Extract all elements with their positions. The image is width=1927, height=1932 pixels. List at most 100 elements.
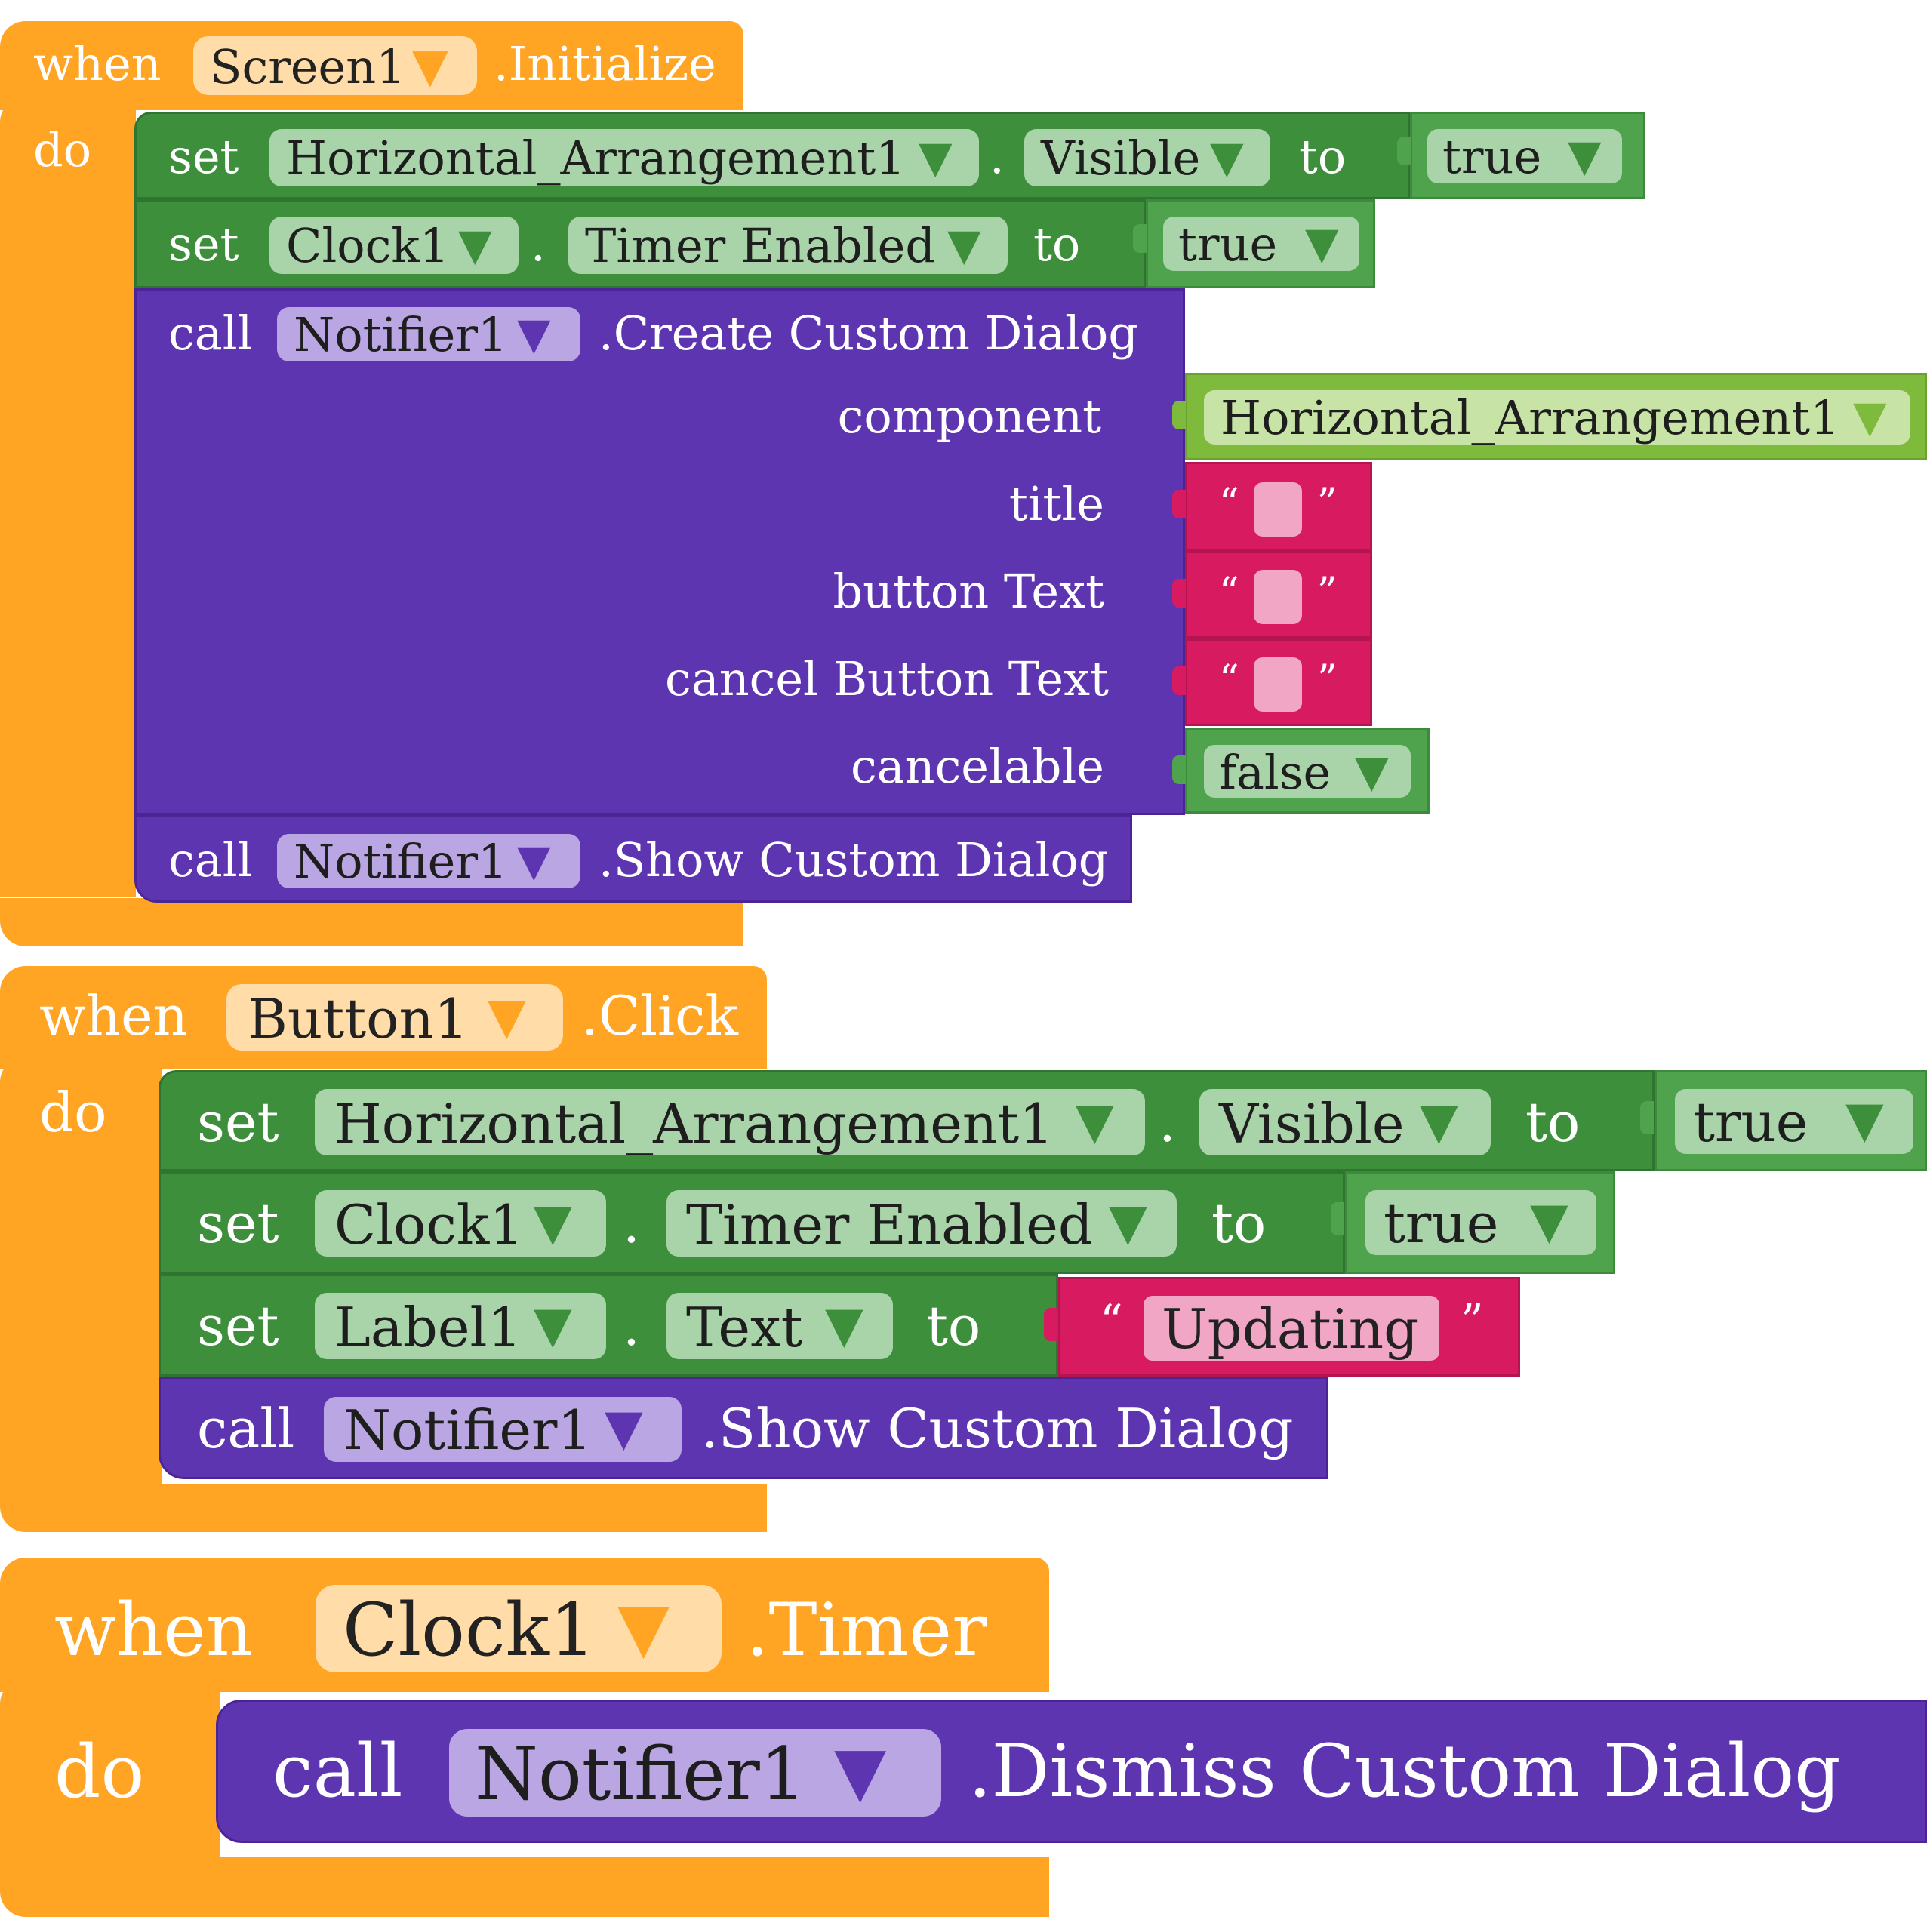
connector-tab [1397,137,1411,165]
text-block-title[interactable]: “ ” [1172,462,1372,551]
text-field[interactable] [1254,570,1302,624]
dropdown-label: Notifier1 [294,834,508,889]
event-footer [0,1857,1049,1917]
arg-label-component: component [837,389,1101,444]
component-block-horizontal-arrangement1[interactable]: Horizontal_Arrangement1 ▼ [1172,373,1927,460]
to-keyword: to [1525,1091,1581,1154]
dropdown-label: Timer Enabled [686,1193,1093,1257]
dropdown-label: Button1 [248,987,469,1051]
text-block-updating[interactable]: “ Updating ” [1044,1277,1520,1377]
text-field[interactable]: Updating [1144,1296,1439,1361]
dot-separator: . [990,129,1005,184]
property-dropdown[interactable]: Text ▼ [666,1293,893,1359]
dropdown-label: Clock1 [286,218,450,273]
component-dropdown-clock1[interactable]: Clock1 ▼ [316,1585,722,1672]
property-dropdown[interactable]: Visible ▼ [1199,1089,1491,1155]
dropdown-label: Clock1 [343,1588,596,1672]
dropdown-label: Horizontal_Arrangement1 [286,131,906,186]
triangle-down-icon: ▼ [605,1398,643,1457]
boolean-dropdown[interactable]: true ▼ [1365,1190,1596,1255]
event-block-button1-click[interactable]: when Button1 ▼ .Click do [0,966,767,1532]
triangle-down-icon: ▼ [1845,1091,1884,1149]
text-field[interactable] [1254,657,1302,712]
connector-tab [1640,1101,1654,1134]
event-footer [0,1484,767,1532]
component-dropdown[interactable]: Horizontal_Arrangement1 ▼ [315,1089,1145,1155]
when-keyword: when [33,36,162,91]
dropdown-label: Screen1 [210,39,406,94]
logic-block-true[interactable]: true ▼ [1640,1070,1927,1171]
logic-block-false[interactable]: false ▼ [1172,728,1430,814]
dropdown-label: true [1693,1091,1808,1154]
event-body-rail [0,1678,220,1875]
open-quote: “ [1219,657,1239,703]
logic-block-true[interactable]: true ▼ [1331,1171,1615,1274]
component-dropdown-button1[interactable]: Button1 ▼ [226,984,563,1051]
when-keyword: when [39,984,188,1048]
triangle-down-icon: ▼ [1305,217,1339,269]
setter-block-timer-enabled[interactable]: set Clock1 ▼ . Timer Enabled ▼ to [134,199,1146,288]
property-dropdown[interactable]: Visible ▼ [1024,129,1270,186]
component-dropdown-screen1[interactable]: Screen1 ▼ [193,36,477,95]
dropdown-label: true [1178,217,1278,272]
triangle-down-icon: ▼ [488,987,526,1045]
boolean-dropdown[interactable]: true ▼ [1427,129,1622,183]
dot-separator: . [1159,1091,1176,1154]
triangle-down-icon: ▼ [412,38,448,93]
component-dropdown[interactable]: Notifier1 ▼ [277,307,580,361]
logic-block-true[interactable]: true ▼ [1397,112,1645,199]
component-dropdown[interactable]: Notifier1 ▼ [324,1397,682,1462]
text-block-cancel-button-text[interactable]: “ ” [1172,638,1372,726]
triangle-down-icon: ▼ [517,308,551,359]
component-dropdown[interactable]: Horizontal_Arrangement1 ▼ [269,129,979,186]
component-dropdown[interactable]: Notifier1 ▼ [277,834,580,888]
setter-block-timer-enabled[interactable]: set Clock1 ▼ . Timer Enabled ▼ to [159,1171,1345,1274]
component-dropdown[interactable]: Clock1 ▼ [315,1190,606,1257]
dropdown-label: Label1 [334,1296,522,1359]
triangle-down-icon: ▼ [1076,1092,1114,1150]
call-block-dismiss-custom-dialog[interactable]: call Notifier1 ▼ .Dismiss Custom Dialog [216,1700,1927,1843]
close-quote: ” [1317,657,1338,703]
setter-block-label-text[interactable]: set Label1 ▼ . Text ▼ to [159,1274,1058,1377]
component-dropdown[interactable]: Notifier1 ▼ [449,1729,941,1817]
call-keyword: call [168,306,253,361]
setter-block-visible[interactable]: set Horizontal_Arrangement1 ▼ . Visible … [134,112,1410,199]
do-keyword: do [33,122,92,177]
method-name: .Show Custom Dialog [599,832,1109,888]
boolean-dropdown[interactable]: true ▼ [1675,1089,1913,1154]
component-dropdown[interactable]: Clock1 ▼ [269,217,519,274]
text-block-button-text[interactable]: “ ” [1172,551,1372,638]
call-block-show-custom-dialog[interactable]: call Notifier1 ▼ .Show Custom Dialog [159,1377,1328,1479]
event-block-clock1-timer[interactable]: when Clock1 ▼ .Timer do [0,1558,1049,1917]
connector-tab [1172,755,1186,784]
set-keyword: set [168,217,239,272]
triangle-down-icon: ▼ [947,219,981,270]
connector-tab [1044,1308,1057,1341]
component-dropdown[interactable]: Label1 ▼ [315,1293,606,1359]
set-keyword: set [197,1091,279,1154]
triangle-down-icon: ▼ [534,1296,572,1354]
boolean-dropdown[interactable]: false ▼ [1204,745,1411,798]
method-name: .Show Custom Dialog [701,1397,1294,1460]
component-dropdown[interactable]: Horizontal_Arrangement1 ▼ [1204,390,1910,445]
call-block-create-custom-dialog[interactable]: call Notifier1 ▼ .Create Custom Dialog c… [134,288,1185,815]
do-keyword: do [39,1081,107,1144]
method-name: .Create Custom Dialog [599,306,1139,361]
triangle-down-icon: ▼ [617,1588,670,1667]
logic-block-true[interactable]: true ▼ [1133,199,1375,288]
text-field-value: Updating [1162,1297,1419,1361]
connector-tab [1172,666,1186,695]
event-name: .Click [581,984,738,1048]
to-keyword: to [1211,1192,1267,1255]
boolean-dropdown[interactable]: true ▼ [1163,217,1359,271]
property-dropdown[interactable]: Timer Enabled ▼ [666,1190,1177,1257]
property-dropdown[interactable]: Timer Enabled ▼ [568,217,1008,274]
text-field[interactable] [1254,482,1302,537]
triangle-down-icon: ▼ [534,1193,572,1251]
setter-block-visible[interactable]: set Horizontal_Arrangement1 ▼ . Visible … [159,1070,1655,1171]
dropdown-label: Clock1 [334,1193,525,1257]
call-block-show-custom-dialog[interactable]: call Notifier1 ▼ .Show Custom Dialog [134,815,1132,903]
triangle-down-icon: ▼ [919,131,953,183]
event-block-screen1-initialize[interactable]: when Screen1 ▼ .Initialize do [0,21,743,946]
arg-label-cancelable: cancelable [850,739,1104,794]
